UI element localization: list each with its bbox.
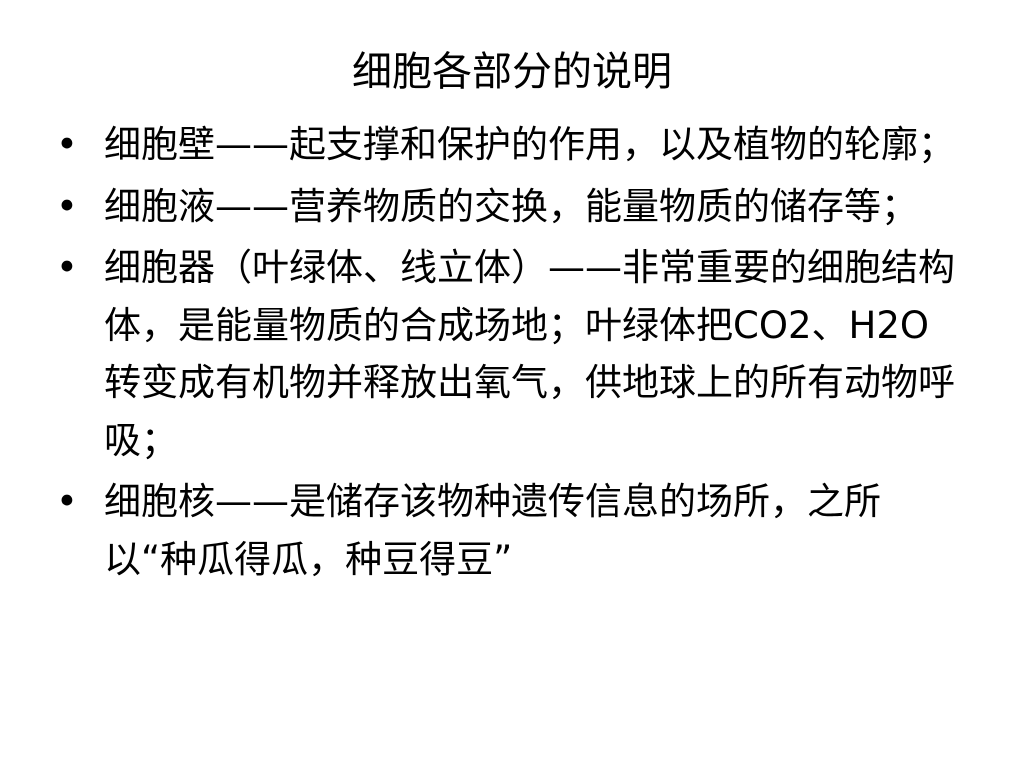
bullet-item-cell-wall: • 细胞壁——起支撑和保护的作用，以及植物的轮廓；: [56, 116, 956, 174]
bullet-text: 细胞壁——起支撑和保护的作用，以及植物的轮廓；: [104, 123, 955, 166]
bullet-dot-icon: •: [56, 184, 78, 228]
bullet-list: • 细胞壁——起支撑和保护的作用，以及植物的轮廓； • 细胞液——营养物质的交换…: [56, 116, 956, 592]
bullet-text: 细胞核——是储存该物种遗传信息的场所，之所以“种瓜得瓜，种豆得豆”: [104, 480, 881, 581]
bullet-text: 细胞液——营养物质的交换，能量物质的储存等；: [104, 184, 918, 228]
bullet-item-nucleus: • 细胞核——是储存该物种遗传信息的场所，之所以“种瓜得瓜，种豆得豆”: [56, 473, 956, 588]
bullet-dot-icon: •: [56, 123, 78, 166]
bullet-item-cell-sap: • 细胞液——营养物质的交换，能量物质的储存等；: [56, 178, 956, 236]
bullet-dot-icon: •: [56, 480, 78, 523]
bullet-text: 细胞器（叶绿体、线立体）——非常重要的细胞结构体，是能量物质的合成场地；叶绿体把…: [104, 246, 955, 462]
slide-title: 细胞各部分的说明: [352, 49, 672, 95]
bullet-dot-icon: •: [56, 246, 78, 289]
bullet-item-organelles: • 细胞器（叶绿体、线立体）——非常重要的细胞结构体，是能量物质的合成场地；叶绿…: [56, 239, 956, 469]
